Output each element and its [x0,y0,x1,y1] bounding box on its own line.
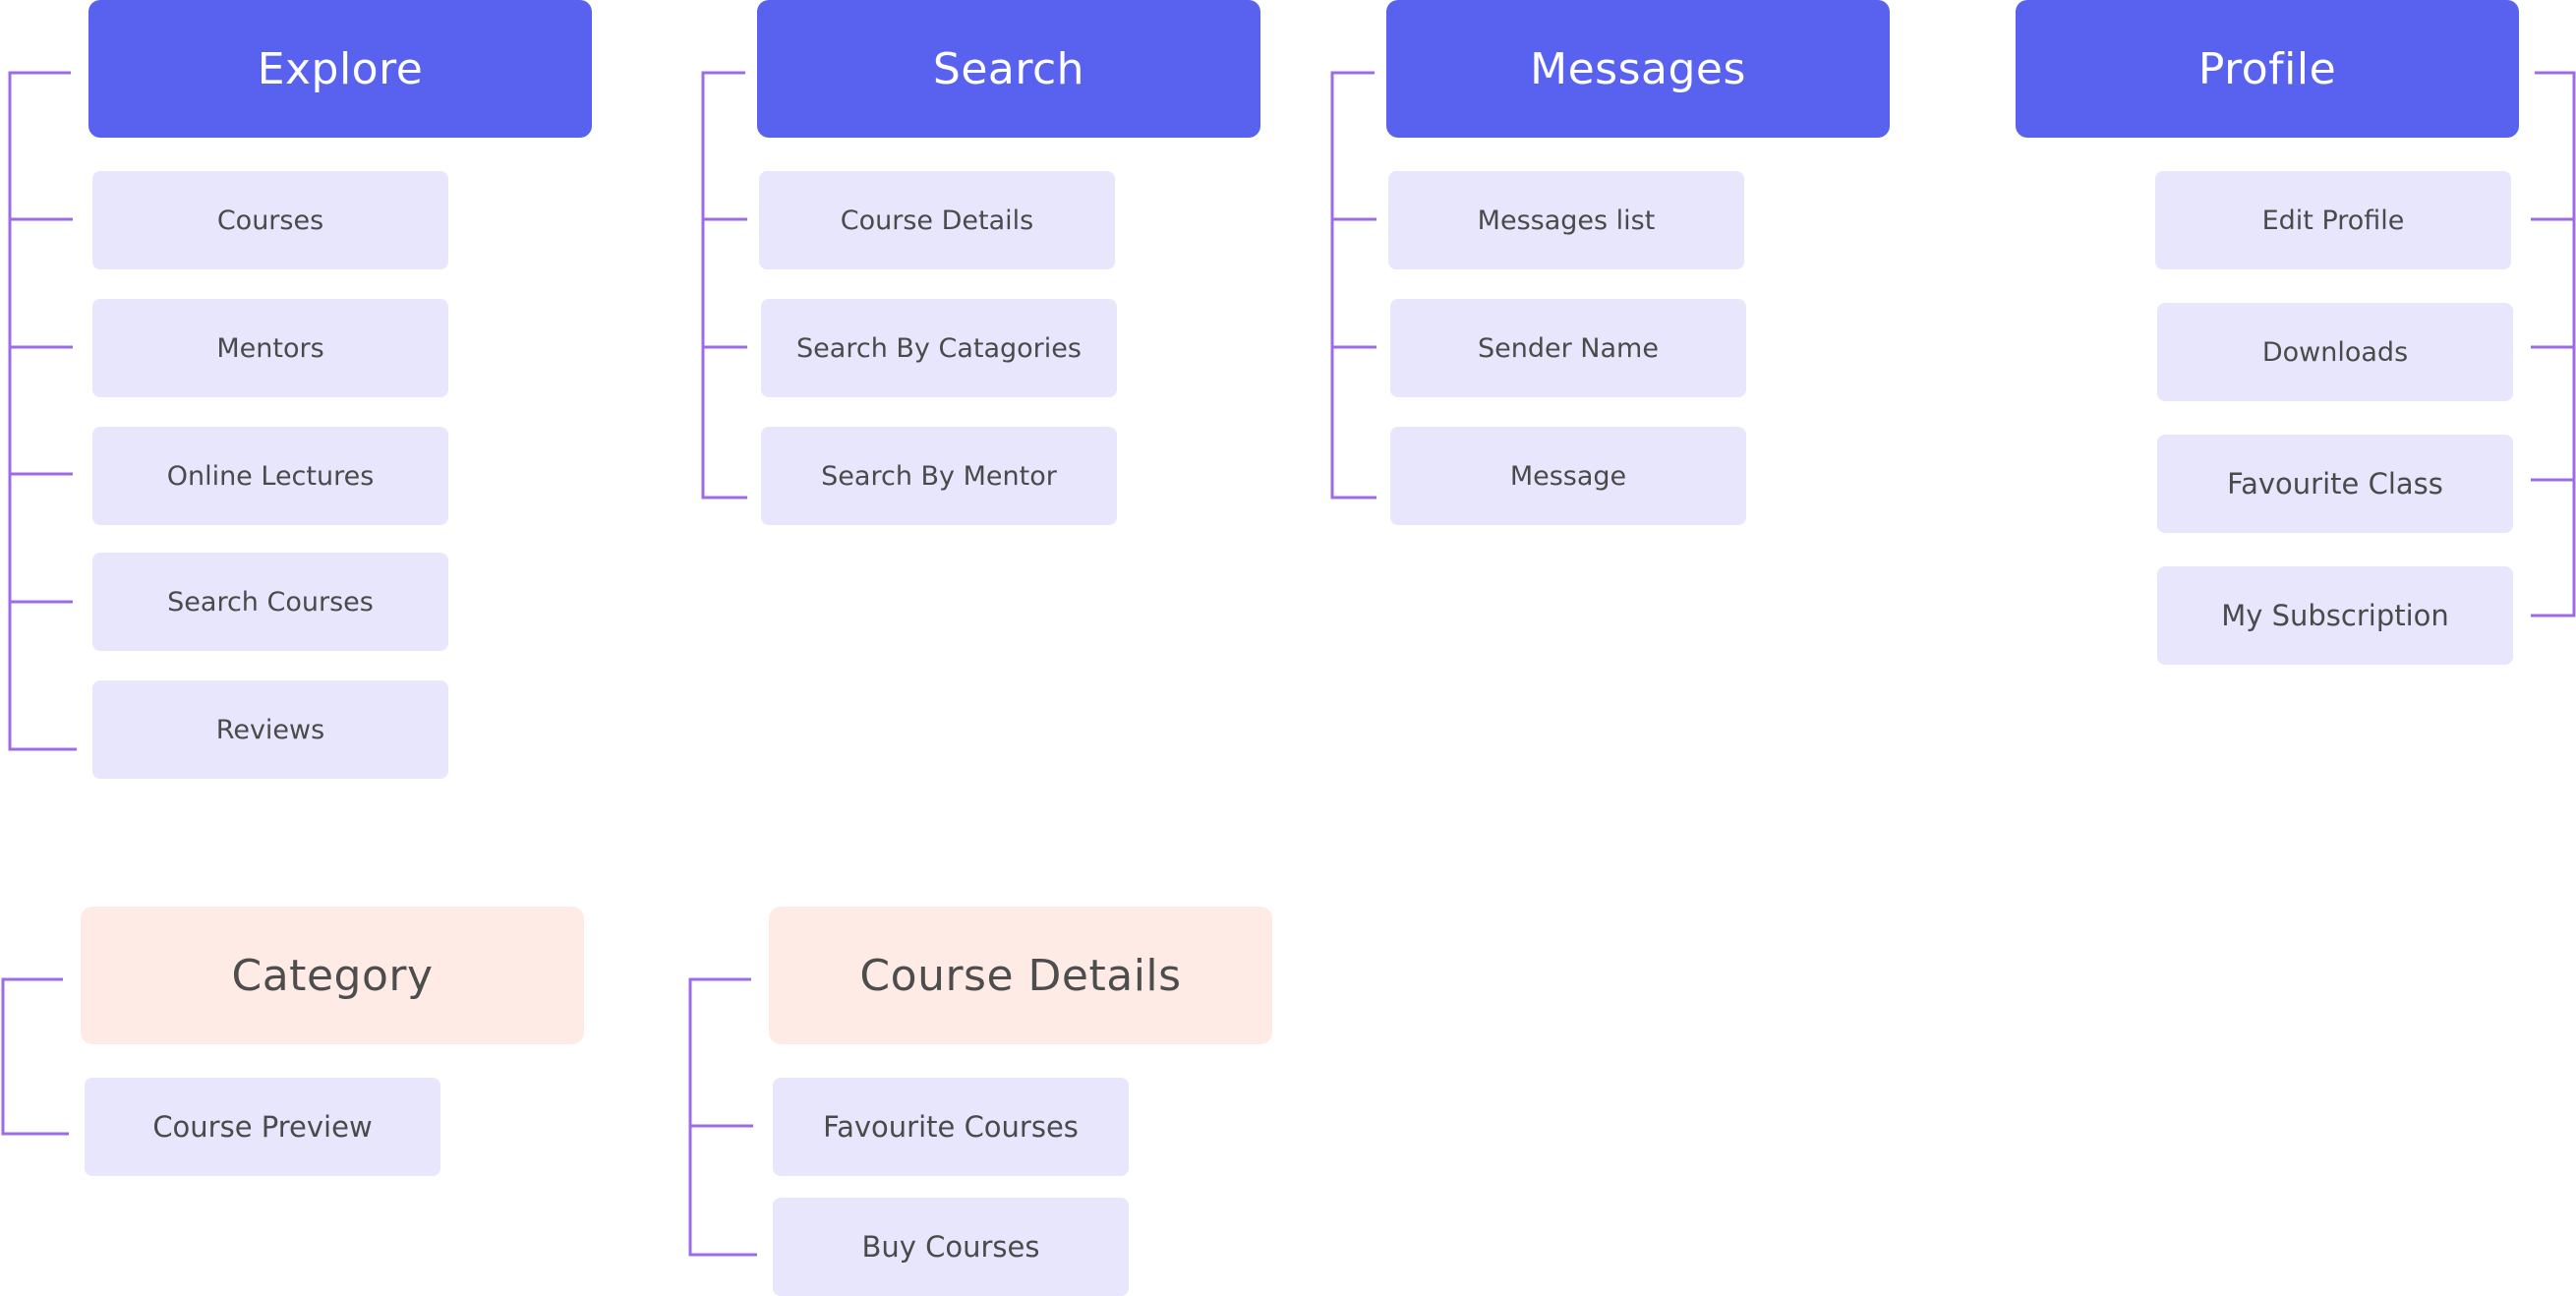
item-reviews: Reviews [92,680,448,779]
item-course-preview: Course Preview [85,1078,440,1176]
group-header-explore: Explore [88,0,592,138]
item-my-subscription: My Subscription [2157,566,2513,665]
item-edit-profile: Edit Profile [2155,171,2511,269]
item-search-by-mentor: Search By Mentor [761,427,1117,525]
connector-course-details [688,977,757,1257]
item-messages-list: Messages list [1388,171,1744,269]
item-mentors: Mentors [92,299,448,397]
connector-profile [2531,71,2576,618]
item-favourite-courses: Favourite Courses [773,1078,1129,1176]
item-buy-courses: Buy Courses [773,1198,1129,1296]
item-online-lectures: Online Lectures [92,427,448,525]
group-header-search: Search [757,0,1260,138]
group-header-profile: Profile [2016,0,2519,138]
item-message: Message [1390,427,1746,525]
connector-search [701,71,747,500]
connector-messages [1330,71,1376,500]
connector-explore [8,71,77,751]
item-courses: Courses [92,171,448,269]
item-search-by-catagories: Search By Catagories [761,299,1117,397]
item-downloads: Downloads [2157,303,2513,401]
item-favourite-class: Favourite Class [2157,435,2513,533]
connector-category [1,977,69,1136]
item-sender-name: Sender Name [1390,299,1746,397]
group-header-messages: Messages [1386,0,1890,138]
item-search-courses: Search Courses [92,553,448,651]
group-header-category: Category [81,907,584,1044]
group-header-course-details: Course Details [769,907,1272,1044]
item-course-details: Course Details [759,171,1115,269]
